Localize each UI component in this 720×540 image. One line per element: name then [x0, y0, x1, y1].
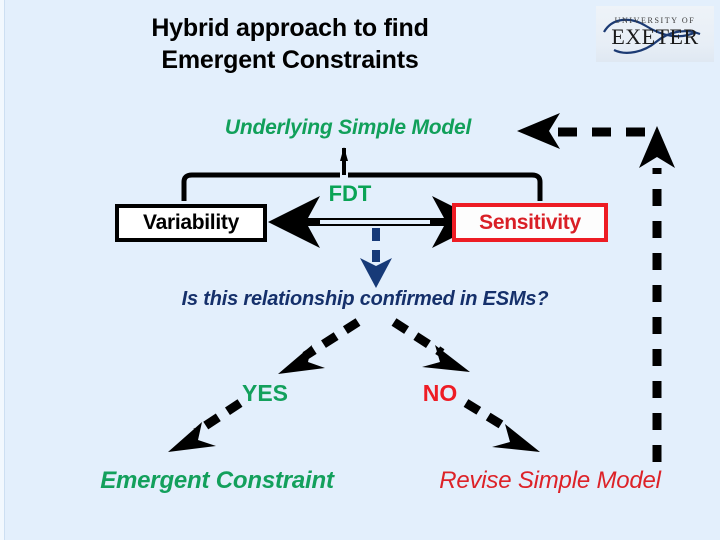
left-edge-strip [0, 0, 5, 540]
node-no-label: NO [422, 380, 458, 406]
logo-line1: UNIVERSITY OF [615, 16, 696, 25]
yes-to-emergent-arrow [168, 399, 243, 452]
node-revise-simple-model: Revise Simple Model [439, 467, 661, 494]
node-yes-label: YES [241, 380, 289, 406]
university-of-exeter-logo: UNIVERSITY OF EXETER [596, 6, 714, 62]
node-esm-question: Is this relationship confirmed in ESMs? [181, 288, 549, 310]
node-sensitivity-label: Sensitivity [479, 210, 581, 234]
node-variability-label: Variability [143, 211, 239, 234]
question-to-yes-arrow [278, 318, 361, 374]
node-emergent-constraint: Emergent Constraint [100, 467, 334, 494]
no-to-revise-arrow [463, 399, 540, 452]
feedback-loop-arrow [517, 113, 675, 462]
logo-line2: EXETER [611, 24, 698, 49]
node-sensitivity-box: Sensitivity [452, 203, 608, 242]
fdt-double-arrow [268, 196, 484, 248]
node-underlying-simple-model: Underlying Simple Model [224, 116, 472, 139]
fdt-down-arrow [360, 228, 392, 288]
node-fdt-label: FDT [328, 181, 372, 206]
question-to-no-arrow [391, 318, 470, 372]
brace-stem-tip [340, 147, 348, 161]
page-title: Hybrid approach to find Emergent Constra… [151, 14, 429, 74]
node-variability-box: Variability [115, 204, 267, 242]
